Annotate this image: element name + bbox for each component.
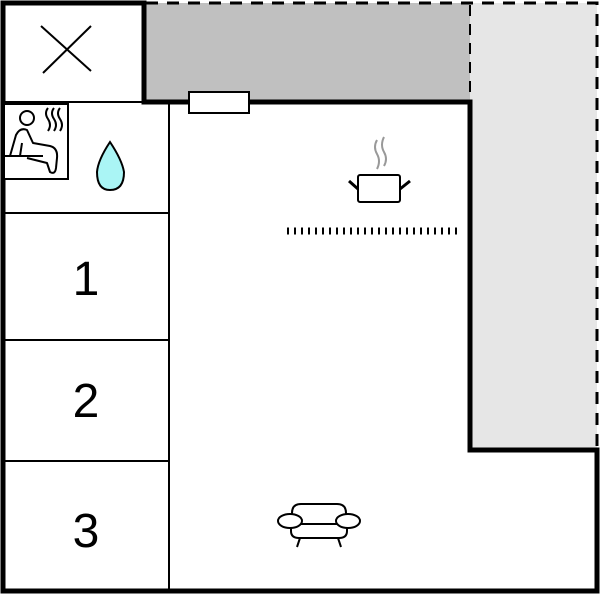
bedroom-1-label: 1 xyxy=(72,253,100,306)
window xyxy=(188,91,250,114)
x-cross-icon xyxy=(40,25,92,74)
bedroom-2-label: 2 xyxy=(72,375,100,428)
bedroom-3-label: 3 xyxy=(72,505,100,558)
sofa-icon xyxy=(277,503,361,548)
water-drop-icon xyxy=(95,140,126,192)
kitchen-pot-icon xyxy=(348,136,411,203)
terrace-dashed-outline xyxy=(146,1,599,450)
outdoor-area xyxy=(470,3,597,450)
terrace xyxy=(144,3,470,102)
sauna-icon xyxy=(3,103,69,180)
